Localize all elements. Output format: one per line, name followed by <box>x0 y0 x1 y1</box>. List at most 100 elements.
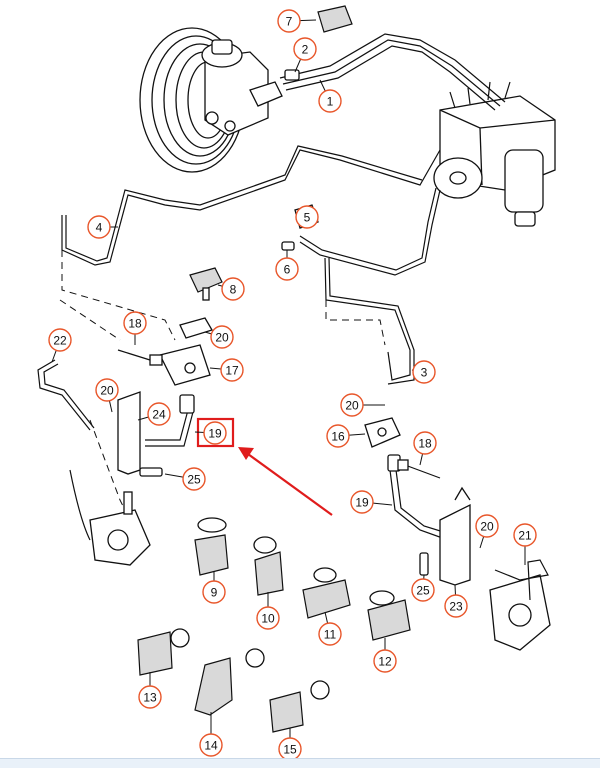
callout-22: 22 <box>48 328 72 363</box>
callout-number: 8 <box>230 283 237 297</box>
bleed-screw-18-left <box>117 349 163 366</box>
callout-number: 20 <box>345 399 359 413</box>
callout-number: 24 <box>152 408 166 422</box>
bolt-25-left <box>139 467 163 477</box>
callout-1: 1 <box>318 79 342 113</box>
bottom-scroll-band <box>0 758 600 768</box>
callout-number: 15 <box>283 743 297 757</box>
highlight-arrow <box>238 447 333 516</box>
callout-11: 11 <box>318 611 342 646</box>
callout-ring <box>256 606 280 630</box>
callout-number: 18 <box>128 317 142 331</box>
callout-20: 20 <box>204 325 234 349</box>
callout-ring <box>138 685 162 709</box>
callout-number: 1 <box>327 95 334 109</box>
callout-3: 3 <box>411 360 436 384</box>
callout-number: 9 <box>211 586 218 600</box>
callout-ring <box>412 360 436 384</box>
callout-10: 10 <box>256 592 280 630</box>
callout-ring <box>318 622 342 646</box>
callout-number: 11 <box>324 628 337 642</box>
callout-ring <box>293 37 317 61</box>
callout-number: 23 <box>449 600 463 614</box>
callout-12: 12 <box>373 638 397 673</box>
callout-number: 14 <box>204 739 218 753</box>
callout-18: 18 <box>123 311 147 345</box>
callout-20: 20 <box>340 393 385 417</box>
callout-ring <box>411 578 435 602</box>
callout-ring <box>203 421 227 445</box>
callout-number: 17 <box>225 364 239 378</box>
callout-ring <box>318 89 342 113</box>
union-2 <box>284 69 300 81</box>
callout-23: 23 <box>444 584 468 618</box>
right-bracket <box>439 486 471 586</box>
clip-7 <box>317 5 353 33</box>
callout-number: 10 <box>261 612 275 626</box>
callout-number: 16 <box>331 430 345 444</box>
right-brake-pipe-21 <box>494 559 549 601</box>
callout-14: 14 <box>199 712 223 757</box>
right-brake-hose <box>387 454 451 541</box>
callout-number: 20 <box>100 384 114 398</box>
left-brake-caliper <box>69 469 151 566</box>
callout-ring <box>413 431 437 455</box>
callout-13: 13 <box>138 672 162 709</box>
bracket-14 <box>194 648 265 716</box>
callout-number: 21 <box>518 529 532 543</box>
callout-number: 22 <box>53 334 67 348</box>
callout-ring <box>220 358 244 382</box>
callout-ring <box>350 490 374 514</box>
callout-number: 18 <box>418 437 432 451</box>
mounting-bracket-16 <box>364 417 401 448</box>
callout-ring <box>373 649 397 673</box>
callout-number: 7 <box>286 15 293 29</box>
callout-ring <box>199 733 223 757</box>
callout-ring <box>275 257 299 281</box>
bolt-25-right <box>419 552 429 576</box>
callout-17: 17 <box>209 358 244 382</box>
bracket-10 <box>253 536 284 596</box>
abs-hydraulic-unit <box>433 81 556 227</box>
callout-number: 13 <box>143 691 157 705</box>
callout-7: 7 <box>277 9 317 33</box>
callout-8: 8 <box>217 277 245 301</box>
callout-ring <box>444 594 468 618</box>
callout-25: 25 <box>164 467 206 491</box>
left-bracket <box>117 317 213 475</box>
callout-number: 19 <box>208 427 222 441</box>
right-brake-caliper <box>489 574 551 651</box>
callout-number: 25 <box>187 473 201 487</box>
callout-number: 4 <box>96 221 103 235</box>
callout-number: 5 <box>304 211 311 225</box>
master-cylinder <box>201 39 283 136</box>
callout-24: 24 <box>137 402 171 426</box>
callout-ring <box>475 514 499 538</box>
callout-number: 19 <box>355 496 369 510</box>
callout-2: 2 <box>293 37 317 73</box>
callout-9: 9 <box>202 572 226 604</box>
callout-20: 20 <box>475 514 499 549</box>
bracket-9 <box>194 517 229 576</box>
callout-15: 15 <box>278 728 302 761</box>
callout-ring <box>326 424 350 448</box>
callout-ring <box>210 325 234 349</box>
callout-ring <box>513 523 537 547</box>
left-brake-hose <box>145 394 195 447</box>
callout-ring <box>295 205 319 229</box>
bracket-11 <box>302 567 351 619</box>
bracket-8 <box>189 267 223 301</box>
callout-ring <box>147 402 171 426</box>
callout-6: 6 <box>275 250 299 281</box>
callout-number: 20 <box>480 520 494 534</box>
callout-ring <box>340 393 364 417</box>
callout-ring <box>123 311 147 335</box>
bracket-13 <box>137 628 190 676</box>
left-brake-pipe-22 <box>37 359 95 431</box>
callout-ring <box>277 9 301 33</box>
callout-5: 5 <box>295 205 319 229</box>
callout-ring <box>202 580 226 604</box>
brake-pipes <box>61 33 506 385</box>
